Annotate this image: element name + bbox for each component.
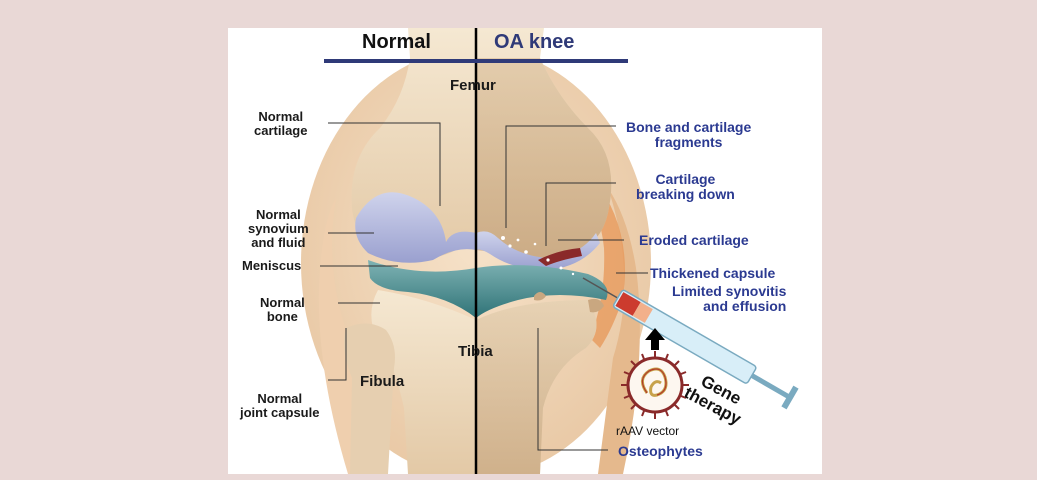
header-normal: Normal [362,32,431,54]
virus-icon [621,351,689,419]
label-meniscus: Meniscus [242,259,301,273]
fibula-bone [344,323,395,474]
label-fibula: Fibula [360,374,404,390]
figure-panel: Normal OA knee Femur Tibia Fibula Normal… [228,28,822,474]
label-raav-vector: rAAV vector [616,425,679,438]
label-tibia: Tibia [458,344,493,360]
label-femur: Femur [450,78,496,94]
header-oa-knee: OA knee [494,32,574,54]
label-osteophytes: Osteophytes [618,444,703,459]
label-eroded-cartilage: Eroded cartilage [639,233,749,248]
label-thickened-capsule: Thickened capsule [650,266,775,281]
